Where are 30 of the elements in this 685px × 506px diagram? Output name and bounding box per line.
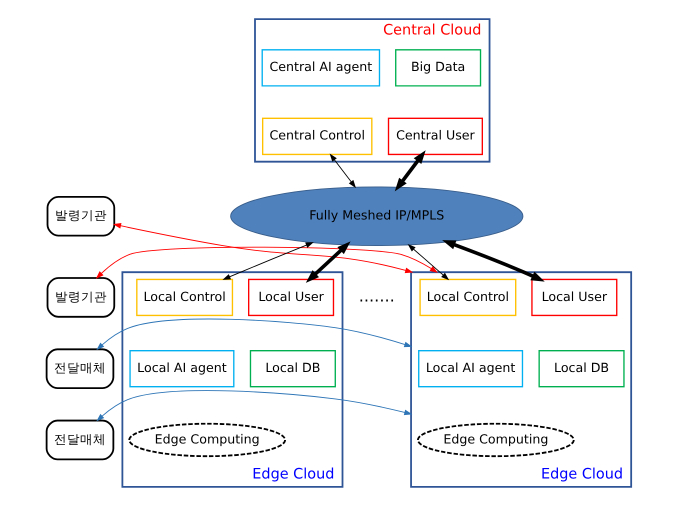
node-box: Central Control [262,118,372,156]
node-box: 발령기관 [46,196,116,237]
node-box: Local DB [250,350,336,388]
node-box: Local User [248,278,334,316]
node-ellipse: Edge Computing [128,422,286,458]
arrow [96,390,412,422]
arrow [442,240,545,282]
arrow [330,154,356,188]
node-box: Central User [388,118,483,156]
arrow [96,318,412,350]
node-box: Central AI agent [262,49,380,87]
node-box: Local AI agent [129,350,234,388]
node-box: 발령기관 [46,277,116,318]
node-box: Local AI agent [418,350,524,388]
arrow [222,242,314,280]
node-box: Local DB [538,350,625,388]
node-box: Big Data [395,49,482,87]
node-ellipse: Fully Meshed IP/MPLS [230,186,524,246]
node-ellipse: Edge Computing [417,422,575,458]
node-box: 전달매체 [46,420,114,460]
arrow [394,150,426,192]
node-box: Local Control [136,278,234,316]
node-box: 전달매체 [46,348,114,389]
arrow [306,241,351,283]
arrow [112,223,414,274]
node-box: Local User [531,278,618,316]
node-box: Local Control [419,278,516,316]
arrow [408,244,450,280]
arrow [96,246,438,279]
label: ....... [358,286,395,306]
